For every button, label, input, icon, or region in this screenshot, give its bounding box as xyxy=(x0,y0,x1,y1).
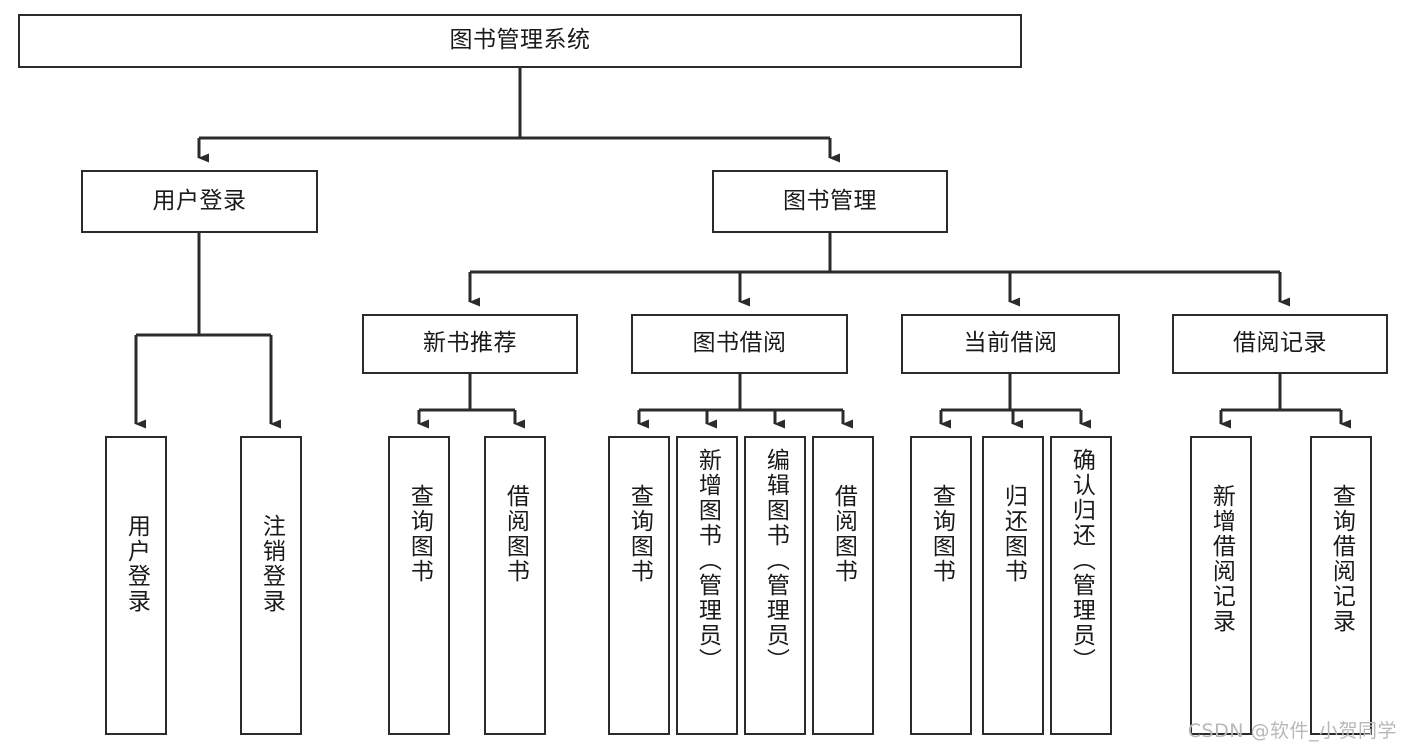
node-leaf-add-borrow-record[interactable]: 新增借阅记录 xyxy=(1190,436,1252,735)
node-leaf-borrow-book[interactable]: 借阅图书 xyxy=(812,436,874,735)
node-label: 确认归还（管理员） xyxy=(1068,448,1095,673)
node-leaf-query-book-current[interactable]: 查询图书 xyxy=(910,436,972,735)
node-label: 查询图书 xyxy=(626,484,653,584)
node-label: 当前借阅 xyxy=(963,330,1058,357)
node-label: 用户登录 xyxy=(152,187,247,214)
node-leaf-query-book-recommend[interactable]: 查询图书 xyxy=(388,436,450,735)
node-label: 图书管理系统 xyxy=(449,27,591,54)
node-leaf-return-book[interactable]: 归还图书 xyxy=(982,436,1044,735)
node-leaf-edit-book-admin[interactable]: 编辑图书（管理员） xyxy=(744,436,806,735)
node-label: 归还图书 xyxy=(1000,484,1027,584)
node-label: 注销登录 xyxy=(258,514,285,614)
node-borrow-record[interactable]: 借阅记录 xyxy=(1172,314,1388,374)
node-book-management[interactable]: 图书管理 xyxy=(712,170,948,233)
node-label: 借阅图书 xyxy=(830,484,857,584)
node-current-borrow[interactable]: 当前借阅 xyxy=(901,314,1120,374)
node-book-borrow[interactable]: 图书借阅 xyxy=(631,314,848,374)
node-label: 新增借阅记录 xyxy=(1208,484,1235,634)
node-label: 查询图书 xyxy=(928,484,955,584)
node-label: 新增图书（管理员） xyxy=(694,448,721,673)
node-label: 查询图书 xyxy=(406,484,433,584)
node-leaf-confirm-return-admin[interactable]: 确认归还（管理员） xyxy=(1050,436,1112,735)
node-label: 编辑图书（管理员） xyxy=(762,448,789,673)
node-label: 新书推荐 xyxy=(423,330,517,357)
node-leaf-user-login[interactable]: 用户登录 xyxy=(105,436,167,735)
node-new-book-recommend[interactable]: 新书推荐 xyxy=(362,314,578,374)
node-label: 查询借阅记录 xyxy=(1328,484,1355,634)
node-leaf-query-borrow-record[interactable]: 查询借阅记录 xyxy=(1310,436,1372,735)
node-user-login[interactable]: 用户登录 xyxy=(81,170,318,233)
node-label: 借阅图书 xyxy=(502,484,529,584)
csdn-watermark: CSDN @软件_小贺同学 xyxy=(1187,720,1397,742)
node-label: 图书管理 xyxy=(783,187,877,214)
node-root-system[interactable]: 图书管理系统 xyxy=(18,14,1022,68)
node-label: 借阅记录 xyxy=(1233,330,1327,357)
node-leaf-query-book-borrow[interactable]: 查询图书 xyxy=(608,436,670,735)
node-leaf-borrow-book-recommend[interactable]: 借阅图书 xyxy=(484,436,546,735)
node-label: 用户登录 xyxy=(123,514,150,614)
node-leaf-add-book-admin[interactable]: 新增图书（管理员） xyxy=(676,436,738,735)
node-label: 图书借阅 xyxy=(692,330,787,357)
node-leaf-logout-login[interactable]: 注销登录 xyxy=(240,436,302,735)
